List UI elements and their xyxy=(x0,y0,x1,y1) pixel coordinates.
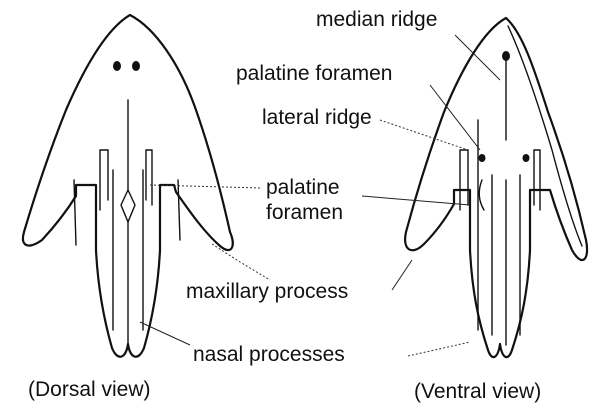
label-palatine-foramen-mid-1: palatine xyxy=(266,176,340,199)
ventral-right-tab xyxy=(534,150,540,210)
dorsal-left-tab xyxy=(100,150,108,210)
leader-maxillary-left xyxy=(212,244,270,280)
leader-palatine-mid-left xyxy=(150,185,262,188)
dorsal-right-wing-edge xyxy=(178,180,180,240)
label-median-ridge: median ridge xyxy=(316,8,437,31)
dorsal-left-eye xyxy=(113,61,121,71)
leader-palatine-foramen-top xyxy=(430,85,480,150)
ventral-outline xyxy=(405,18,587,357)
ventral-foramen-left-dot xyxy=(479,154,486,162)
label-palatine-foramen-mid-2: foramen xyxy=(266,201,343,224)
dorsal-view-figure xyxy=(23,15,233,357)
dorsal-right-tab xyxy=(146,150,152,205)
leader-lateral-ridge xyxy=(380,120,468,150)
ventral-view-figure xyxy=(405,18,587,357)
caption-ventral-view: (Ventral view) xyxy=(414,380,541,403)
ventral-left-tab xyxy=(460,150,468,210)
leader-nasal-right xyxy=(408,342,470,356)
label-lateral-ridge: lateral ridge xyxy=(262,106,372,129)
ventral-median-spot xyxy=(502,51,510,61)
dorsal-central-diamond xyxy=(121,190,135,222)
dorsal-right-eye xyxy=(132,61,140,71)
label-nasal-processes: nasal processes xyxy=(193,343,345,366)
label-maxillary-process: maxillary process xyxy=(186,280,348,303)
ventral-wing-inner-edge xyxy=(508,26,582,246)
ventral-foramen-left-slot xyxy=(479,180,484,210)
label-palatine-foramen-top: palatine foramen xyxy=(236,62,392,85)
leader-maxillary-right xyxy=(392,260,412,290)
caption-dorsal-view: (Dorsal view) xyxy=(28,378,151,401)
ventral-foramen-right-dot xyxy=(523,154,530,162)
